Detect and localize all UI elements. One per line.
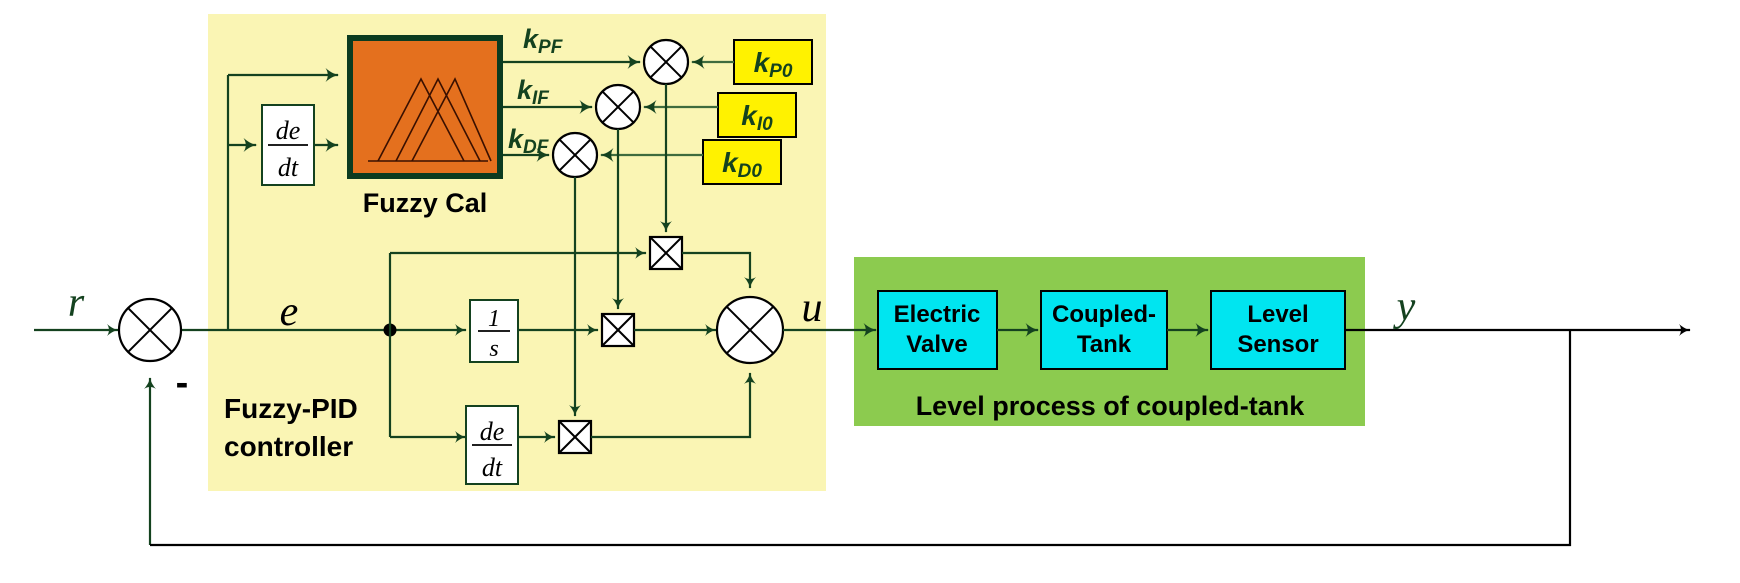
label-kDF: kDF [508, 124, 550, 158]
label-kPF: kPF [523, 24, 564, 58]
label-kIF: kIF [517, 75, 550, 109]
process-panel-caption: Level process of coupled-tank [916, 391, 1306, 421]
gain-box-kP0 [733, 39, 813, 85]
output-sum-x2 [725, 305, 775, 355]
process-block-level-sensor-line1: Level [1247, 301, 1308, 328]
process-block-level-sensor [1210, 290, 1346, 370]
process-block-coupled-tank [1040, 290, 1168, 370]
wire-productP-to-sum [682, 251, 756, 289]
product-P-x2 [649, 236, 683, 270]
controller-caption-line1: Fuzzy-PID [224, 393, 358, 424]
gain-box-kP0-label: kP0 [754, 47, 793, 82]
process-block-coupled-tank-line1: Coupled- [1052, 301, 1156, 328]
fuzzy-deriv-numerator: de [276, 116, 301, 145]
fuzzy-cal-label: Fuzzy Cal [363, 188, 488, 218]
gain-mult-I-x2 [601, 90, 635, 124]
gain-box-kI0-label: kI0 [741, 100, 773, 135]
integrator-numerator: 1 [488, 306, 500, 332]
mf-triangle-3 [411, 77, 492, 162]
process-block-electric-valve [877, 290, 998, 370]
gain-box-kI0 [717, 92, 797, 138]
gain-mult-P-x2 [649, 45, 683, 79]
label-u: u [802, 285, 823, 331]
integrator-denominator: s [489, 336, 498, 362]
fuzzy-deriv-denominator: dt [278, 153, 299, 182]
label-y: y [1393, 284, 1416, 330]
input-sum-x2 [127, 307, 173, 353]
gain-box-kD0 [702, 139, 782, 185]
product-D-x2 [558, 420, 592, 454]
fuzzy-cal-block [347, 35, 503, 179]
label-e: e [280, 289, 299, 335]
process-block-electric-valve-line1: Electric [894, 301, 981, 328]
controller-caption-line2: controller [224, 431, 353, 462]
label-r: r [68, 280, 85, 326]
mf-triangle-2 [395, 77, 481, 162]
process-block-electric-valve-line2: Valve [906, 331, 967, 358]
process-block-level-sensor-line2: Sensor [1237, 331, 1318, 358]
product-I-x2 [601, 313, 635, 347]
label-minus-sign: - [176, 362, 189, 404]
wire-feedback-path [150, 330, 1572, 547]
gain-mult-D-x2 [558, 138, 592, 172]
derivative-denominator: dt [482, 453, 503, 482]
wire-productD-to-sum [591, 372, 756, 439]
gain-box-kD0-label: kD0 [722, 147, 762, 182]
mf-triangle-1 [377, 77, 465, 162]
derivative-numerator: de [480, 417, 505, 446]
process-block-coupled-tank-line2: Tank [1077, 331, 1132, 358]
